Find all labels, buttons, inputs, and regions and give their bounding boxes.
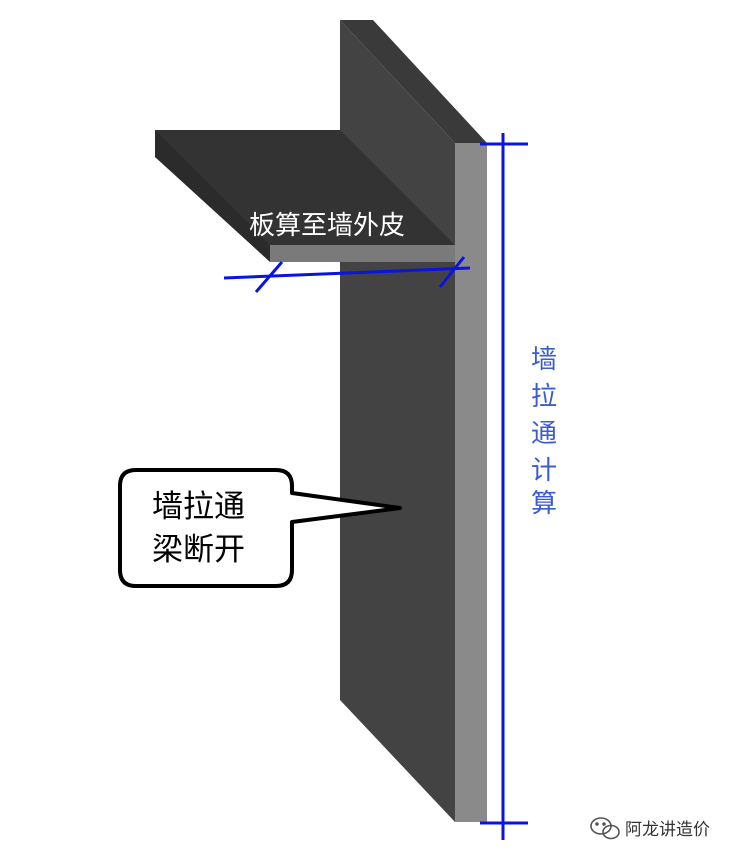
wall-side-face [455,143,487,822]
wall-front-face [340,20,455,822]
wall-label-char: 墙 [531,345,557,375]
callout-bubble [118,468,402,588]
wall-label-char: 拉 [531,382,557,412]
slab-dimension-tick-left [254,261,284,293]
slab-front-edge [270,245,455,262]
slab-dimension [223,256,471,293]
wall-label-char: 通 [531,419,557,449]
slab-left-bevel [155,130,270,262]
slab-dimension-line [223,266,471,280]
callout-line-2: 梁断开 [152,532,245,568]
wall-top-face [340,20,487,143]
wall-label-char: 计 [531,456,557,486]
wall-dimension [480,133,528,840]
watermark-text: 阿龙讲造价 [625,820,710,840]
wall-vertical-label: 墙 拉 通 计 算 [531,345,557,519]
wall-label-char: 算 [531,489,557,519]
callout-line-1: 墙拉通 [152,489,245,525]
slab-top-face [155,130,455,245]
slab-label: 板算至墙外皮 [249,211,405,241]
wechat-icon [590,817,620,840]
watermark: 阿龙讲造价 [590,817,710,840]
slab-dimension-tick-right [438,256,466,288]
